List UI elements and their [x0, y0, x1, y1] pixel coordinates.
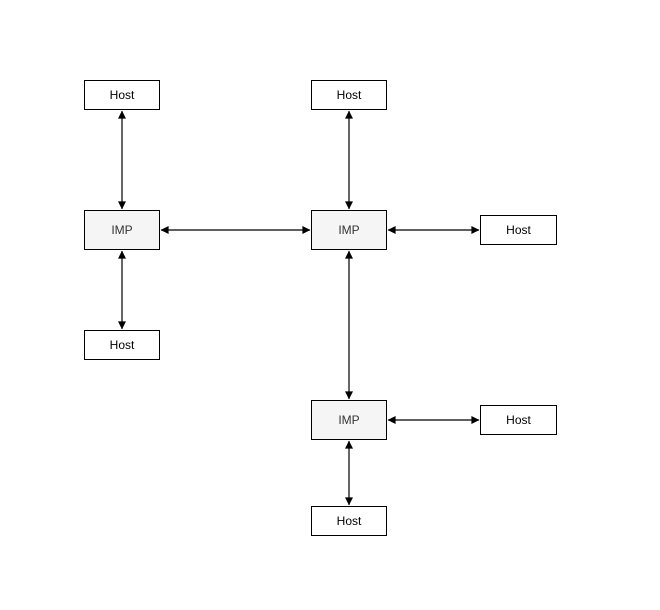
imp-center-label: IMP [338, 223, 360, 237]
imp-left: IMP [84, 210, 160, 250]
host-lower-left: Host [84, 330, 160, 360]
host-bottom: Host [311, 506, 387, 536]
host-right: Host [480, 215, 557, 245]
host-bottom-label: Host [336, 514, 362, 528]
host-lower-left-label: Host [109, 338, 135, 352]
host-bottom-right: Host [480, 405, 557, 435]
host-top-left-label: Host [109, 88, 135, 102]
imp-left-label: IMP [111, 223, 133, 237]
imp-bottom-label: IMP [338, 413, 360, 427]
host-top-left: Host [84, 80, 160, 110]
host-right-label: Host [506, 223, 531, 237]
imp-center: IMP [311, 210, 387, 250]
host-top-center-label: Host [336, 88, 362, 102]
host-bottom-right-label: Host [506, 413, 531, 427]
imp-bottom: IMP [311, 400, 387, 440]
host-top-center: Host [311, 80, 387, 110]
